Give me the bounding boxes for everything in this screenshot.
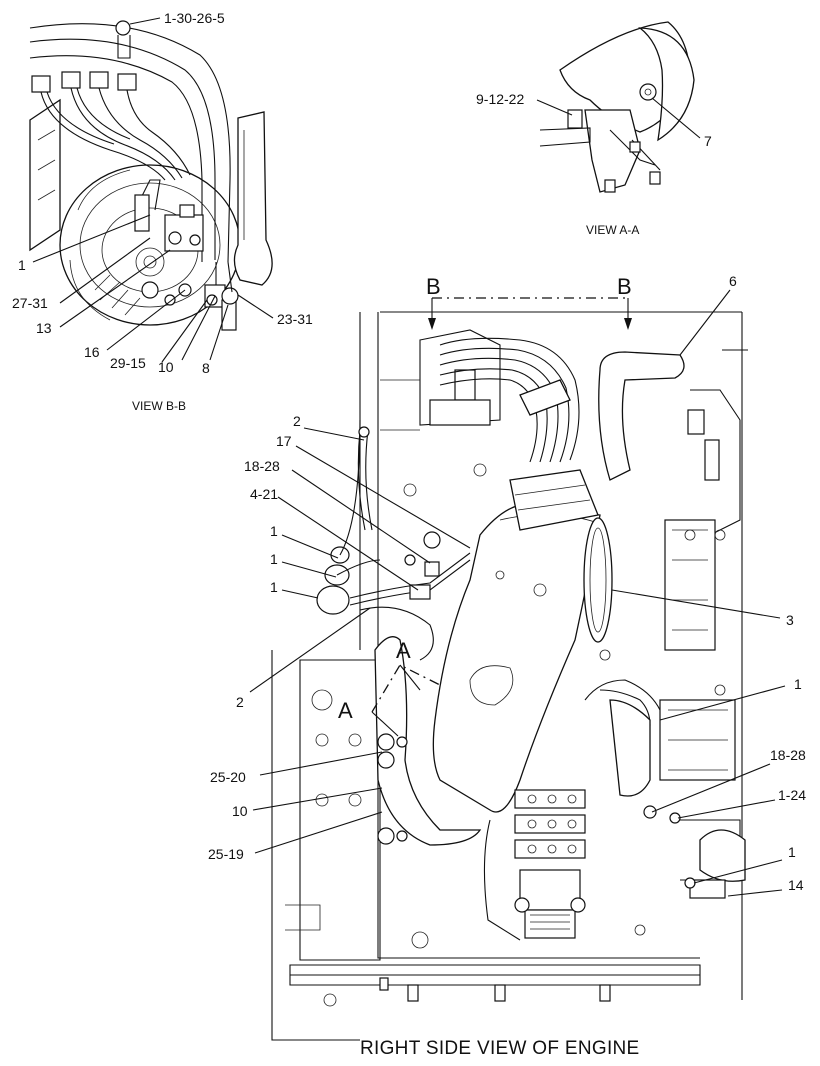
callout-23-31: 23-31 (277, 311, 313, 327)
callout-1-30-26-5: 1-30-26-5 (164, 10, 225, 26)
view-bb-leaders (32, 17, 274, 363)
section-b-right: B (617, 274, 632, 299)
callout-17: 17 (276, 433, 292, 449)
callout-29-15: 29-15 (110, 355, 146, 371)
section-a-top: A (396, 638, 411, 663)
section-letters: B B A A (338, 274, 632, 723)
view-aa-caption: VIEW A-A (586, 223, 639, 237)
callout-18-28: 18-28 (244, 458, 280, 474)
callout-14: 14 (788, 877, 804, 893)
callout-6: 6 (729, 273, 737, 289)
callout-25-20: 25-20 (210, 769, 246, 785)
callout-2: 2 (293, 413, 301, 429)
callout-2: 2 (236, 694, 244, 710)
view-bb-callouts: 1-30-26-5 1 27-31 13 16 29-15 10 8 23-31… (12, 10, 313, 413)
callout-1: 1 (788, 844, 796, 860)
section-b-left: B (426, 274, 441, 299)
view-bb-caption: VIEW B-B (132, 399, 186, 413)
callout-16: 16 (84, 344, 100, 360)
view-bb-drawing (29, 20, 273, 331)
callout-10: 10 (232, 803, 248, 819)
callout-1-24: 1-24 (778, 787, 806, 803)
callout-1: 1 (270, 579, 278, 595)
callout-7: 7 (704, 133, 712, 149)
callout-9-12-22: 9-12-22 (476, 91, 524, 107)
callout-1: 1 (270, 551, 278, 567)
callout-4-21: 4-21 (250, 486, 278, 502)
view-aa-drawing (539, 21, 695, 193)
callout-1: 1 (18, 257, 26, 273)
callout-10: 10 (158, 359, 174, 375)
section-a-left: A (338, 698, 353, 723)
callout-27-31: 27-31 (12, 295, 48, 311)
main-view-drawing (271, 311, 748, 1041)
main-view-leaders (249, 289, 786, 897)
callout-8: 8 (202, 360, 210, 376)
callout-1: 1 (794, 676, 802, 692)
main-view-callouts: 6 2 17 18-28 4-21 1 1 1 2 3 1 25-20 10 2… (208, 273, 806, 893)
view-aa-leaders (536, 97, 701, 139)
callout-1: 1 (270, 523, 278, 539)
view-aa-callouts: 9-12-22 7 VIEW A-A (476, 91, 712, 237)
callout-18-28: 18-28 (770, 747, 806, 763)
callout-25-19: 25-19 (208, 846, 244, 862)
callout-13: 13 (36, 320, 52, 336)
callout-3: 3 (786, 612, 794, 628)
main-view-caption: RIGHT SIDE VIEW OF ENGINE (360, 1038, 640, 1059)
section-markers (371, 297, 632, 737)
